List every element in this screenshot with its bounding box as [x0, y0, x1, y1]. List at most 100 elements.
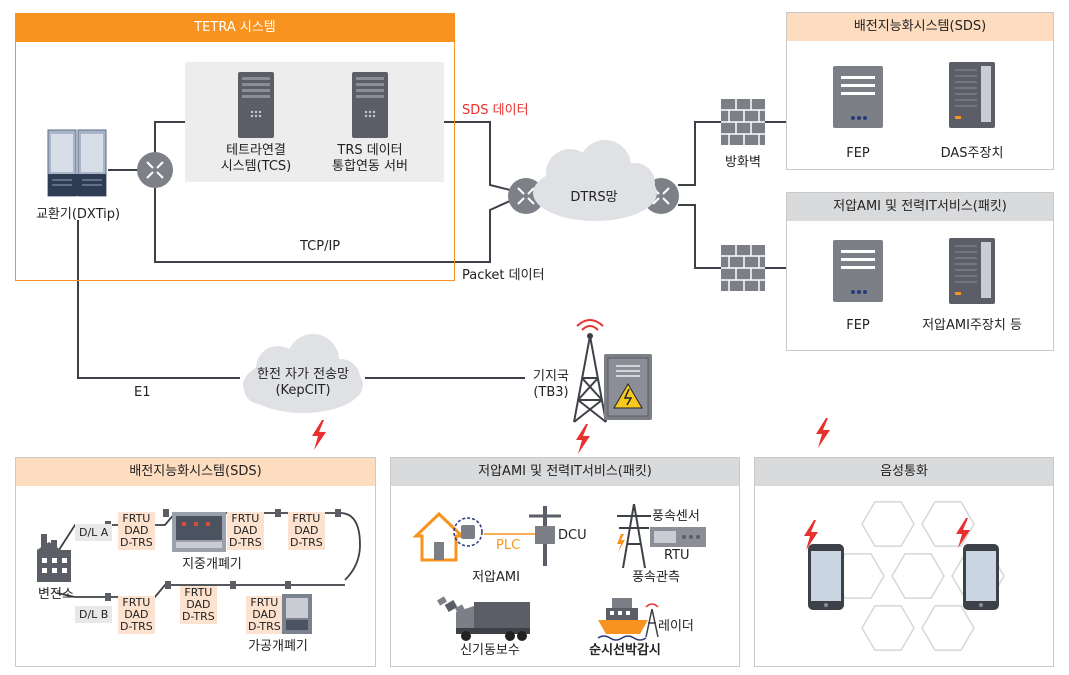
tcp-ip-label: TCP/IP	[300, 239, 341, 254]
truck-icon	[456, 602, 530, 641]
transmission-tower-icon	[617, 503, 651, 569]
wind-sensor-label: 풍속센서	[652, 509, 700, 524]
vehicle-label: 신기동보수	[460, 643, 520, 658]
frtu-label: FRTU	[250, 596, 279, 609]
ami-top-title: 저압AMI 및 전력IT서비스(패킷)	[787, 193, 1053, 221]
tcs-label-line1: 테트라연결	[226, 143, 286, 158]
firewall-icon	[721, 99, 765, 145]
mobile-phone-icon	[963, 544, 999, 610]
dl-b-tag: D/L B	[75, 606, 113, 623]
dad-label: DAD	[124, 608, 149, 621]
fep-server-icon	[833, 240, 883, 302]
frtu-tag: FRTU DAD D-TRS	[118, 512, 155, 550]
dad-label: DAD	[252, 608, 277, 621]
kepcit-label-line2: (KepCIT)	[275, 383, 331, 398]
lightning-icon	[312, 420, 326, 450]
hex-cell	[861, 501, 915, 547]
overhead-switch-photo	[282, 594, 312, 634]
wind-observation-label: 풍속관측	[632, 570, 680, 585]
hex-cell	[921, 605, 975, 651]
patrol-label: 순시선박감시	[589, 643, 661, 658]
fep-server-icon	[833, 66, 883, 128]
kepcit-cloud-icon	[243, 334, 363, 413]
dtrs-label: D-TRS	[120, 620, 153, 633]
ami-top-panel: 저압AMI 및 전력IT서비스(패킷)	[786, 192, 1054, 351]
ami-cabinet-icon	[949, 238, 995, 304]
dtrs-label: D-TRS	[182, 610, 215, 623]
sds-bottom-panel: 배전지능화시스템(SDS)	[15, 457, 376, 667]
dtrs-label: D-TRS	[120, 536, 153, 549]
substation-icon	[37, 534, 71, 582]
switchgear-photo	[172, 512, 226, 552]
fep-label: FEP	[846, 146, 870, 161]
router-icon	[137, 152, 173, 188]
meter-icon	[453, 517, 483, 547]
tetra-system-panel: TETRA 시스템	[15, 13, 455, 281]
radar-antenna-icon	[645, 603, 659, 638]
frtu-tag: FRTU DAD D-TRS	[227, 512, 264, 550]
frtu-label: FRTU	[184, 586, 213, 599]
server-group-box	[185, 62, 444, 182]
lightning-icon	[804, 520, 818, 550]
overhead-switch-label: 가공개폐기	[248, 639, 308, 654]
ami-bottom-panel: 저압AMI 및 전력IT서비스(패킷)	[390, 457, 740, 667]
tcs-label-line2: 시스템(TCS)	[220, 159, 292, 174]
sds-top-title: 배전지능화시스템(SDS)	[787, 13, 1053, 41]
equipment-cabinet-icon	[604, 354, 652, 420]
plc-label: PLC	[496, 538, 521, 553]
frtu-label: FRTU	[292, 512, 321, 525]
das-label: DAS주장치	[940, 146, 1004, 161]
dcu-label: DCU	[558, 528, 587, 543]
fep-label: FEP	[846, 318, 870, 333]
frtu-tag: FRTU DAD D-TRS	[180, 586, 217, 624]
frtu-label: FRTU	[122, 512, 151, 525]
server-tower-icon	[352, 72, 388, 138]
base-station-label-line2: (TB3)	[533, 385, 569, 400]
lightning-icon	[576, 424, 590, 454]
ami-bottom-title: 저압AMI 및 전력IT서비스(패킷)	[391, 458, 739, 486]
sds-top-panel: 배전지능화시스템(SDS)	[786, 12, 1054, 170]
lightning-icon	[816, 418, 830, 448]
kepcit-label-line1: 한전 자가 전송망	[257, 367, 349, 382]
dtrs-label: D-TRS	[229, 536, 262, 549]
dtrs-label: D-TRS	[290, 536, 323, 549]
das-cabinet-icon	[949, 62, 995, 128]
trs-label-line1: TRS 데이터	[337, 143, 403, 158]
hex-cell	[891, 553, 945, 599]
rtu-label: RTU	[664, 548, 690, 563]
hex-cell	[921, 501, 975, 547]
trs-label-line2: 통합연동 서버	[332, 159, 408, 174]
dad-label: DAD	[186, 598, 211, 611]
frtu-tag: FRTU DAD D-TRS	[246, 596, 283, 634]
utility-pole-icon	[529, 506, 561, 566]
ami-label: 저압AMI	[472, 570, 520, 585]
exchange-label: 교환기(DXTip)	[35, 207, 121, 222]
dl-a-tag: D/L A	[75, 524, 113, 541]
distribution-lines	[56, 509, 361, 601]
exchange-cabinet-icon	[47, 129, 107, 197]
dtrs-label: DTRS망	[570, 190, 618, 205]
cellular-hex-network	[831, 501, 1005, 651]
frtu-label: FRTU	[231, 512, 260, 525]
hex-cell	[861, 605, 915, 651]
tetra-system-title: TETRA 시스템	[16, 14, 454, 42]
packet-data-label: Packet 데이터	[462, 268, 545, 283]
frtu-tag: FRTU DAD D-TRS	[288, 512, 325, 550]
dad-label: DAD	[233, 524, 258, 537]
base-station-label-line1: 기지국	[533, 369, 569, 384]
dtrs-label: D-TRS	[248, 620, 281, 633]
voice-title: 음성통화	[755, 458, 1053, 486]
satellite-icon	[437, 596, 465, 614]
rtu-device-icon	[650, 527, 706, 547]
ship-icon	[597, 598, 648, 641]
voice-panel: 음성통화	[754, 457, 1054, 667]
e1-label: E1	[134, 385, 151, 400]
dtrs-cloud-icon	[533, 140, 657, 221]
plc-line	[484, 533, 542, 535]
substation-label: 변전소	[38, 587, 74, 602]
mobile-phone-icon	[808, 544, 844, 610]
ami-main-label: 저압AMI주장치 등	[922, 318, 1022, 333]
frtu-tag: FRTU DAD D-TRS	[118, 596, 155, 634]
frtu-label: FRTU	[122, 596, 151, 609]
